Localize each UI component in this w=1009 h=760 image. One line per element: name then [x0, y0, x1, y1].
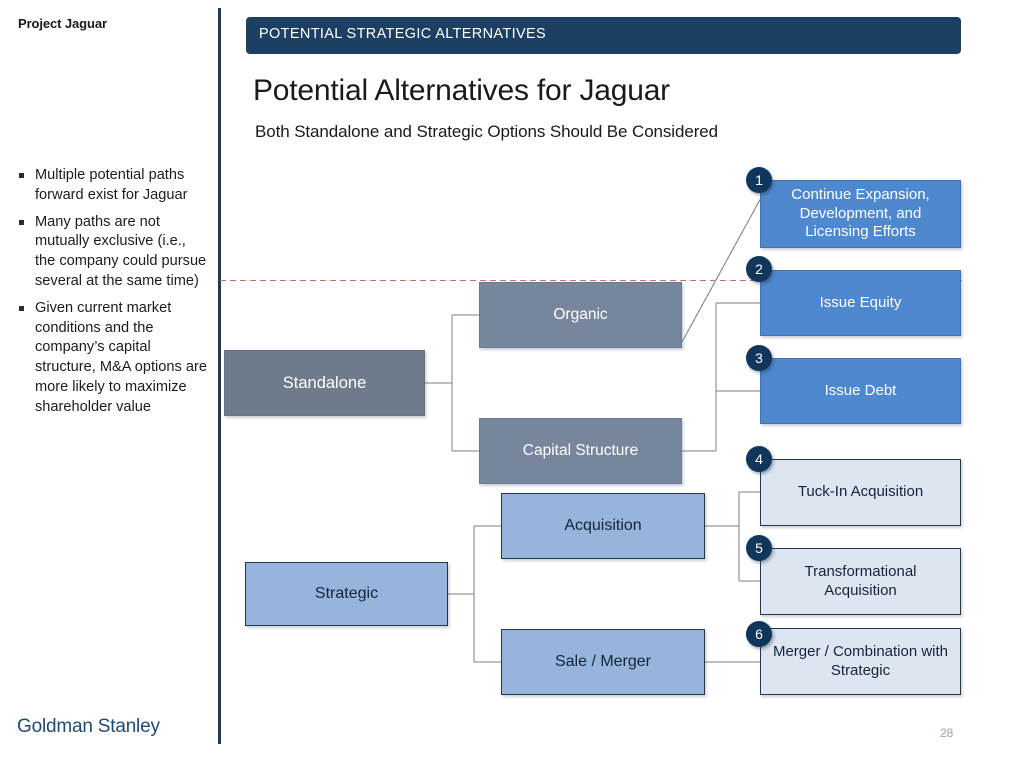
- list-item: Many paths are not mutually exclusive (i…: [18, 213, 208, 292]
- page-subtitle: Both Standalone and Strategic Options Sh…: [255, 122, 718, 141]
- badge-number: 4: [755, 451, 763, 467]
- node-outcome-6[interactable]: Merger / Combination with Strategic: [760, 628, 961, 695]
- badge-number: 3: [755, 350, 763, 366]
- node-label: Standalone: [282, 373, 367, 392]
- badge-number: 5: [755, 540, 763, 556]
- node-sale-merger[interactable]: Sale / Merger: [501, 629, 705, 695]
- bullet-square-icon: [19, 173, 24, 178]
- node-label: Acquisition: [564, 516, 642, 534]
- project-label: Project Jaguar: [18, 16, 107, 31]
- sidebar-bullet-list: Multiple potential paths forward exist f…: [18, 166, 208, 425]
- node-label: Issue Debt: [824, 381, 897, 399]
- node-strategic[interactable]: Strategic: [245, 562, 448, 626]
- node-outcome-1[interactable]: Continue Expansion, Development, and Lic…: [760, 180, 961, 248]
- list-item: Given current market conditions and the …: [18, 299, 208, 418]
- badge-2: 2: [746, 256, 772, 282]
- bullet-square-icon: [19, 219, 24, 225]
- badge-number: 6: [755, 626, 763, 642]
- badge-1: 1: [746, 167, 772, 193]
- node-label: Capital Structure: [522, 442, 639, 460]
- bullet-text: Many paths are not mutually exclusive (i…: [35, 213, 207, 289]
- node-organic[interactable]: Organic: [479, 282, 682, 348]
- footer-brand: Goldman Stanley: [17, 716, 160, 737]
- list-item: Multiple potential paths forward exist f…: [18, 166, 208, 206]
- badge-number: 1: [755, 172, 763, 188]
- bullet-text: Multiple potential paths forward exist f…: [35, 167, 188, 203]
- section-banner: POTENTIAL STRATEGIC ALTERNATIVES: [246, 17, 961, 54]
- node-outcome-5[interactable]: Transformational Acquisition: [760, 548, 961, 615]
- node-label: Strategic: [314, 584, 379, 602]
- node-label: Organic: [553, 306, 608, 324]
- node-standalone[interactable]: Standalone: [224, 350, 425, 416]
- node-label: Merger / Combination with Strategic: [772, 642, 949, 679]
- node-label: Sale / Merger: [554, 652, 652, 670]
- node-outcome-3[interactable]: Issue Debt: [760, 358, 961, 424]
- node-acquisition[interactable]: Acquisition: [501, 493, 705, 559]
- node-outcome-4[interactable]: Tuck-In Acquisition: [760, 459, 961, 526]
- node-label: Tuck-In Acquisition: [797, 483, 924, 501]
- node-outcome-2[interactable]: Issue Equity: [760, 270, 961, 336]
- badge-number: 2: [755, 261, 763, 277]
- badge-6: 6: [746, 621, 772, 647]
- bullet-text: Given current market conditions and the …: [35, 299, 207, 415]
- banner-title: POTENTIAL STRATEGIC ALTERNATIVES: [259, 26, 547, 42]
- node-label: Transformational Acquisition: [804, 562, 917, 599]
- node-label: Continue Expansion, Development, and Lic…: [791, 185, 930, 241]
- badge-5: 5: [746, 535, 772, 561]
- vertical-divider: [218, 8, 221, 744]
- node-label: Issue Equity: [819, 293, 902, 311]
- badge-4: 4: [746, 446, 772, 472]
- page-number: 28: [940, 726, 954, 740]
- bullet-square-icon: [19, 305, 24, 311]
- page-title: Potential Alternatives for Jaguar: [253, 74, 670, 107]
- badge-3: 3: [746, 345, 772, 371]
- node-capital-structure[interactable]: Capital Structure: [479, 418, 682, 484]
